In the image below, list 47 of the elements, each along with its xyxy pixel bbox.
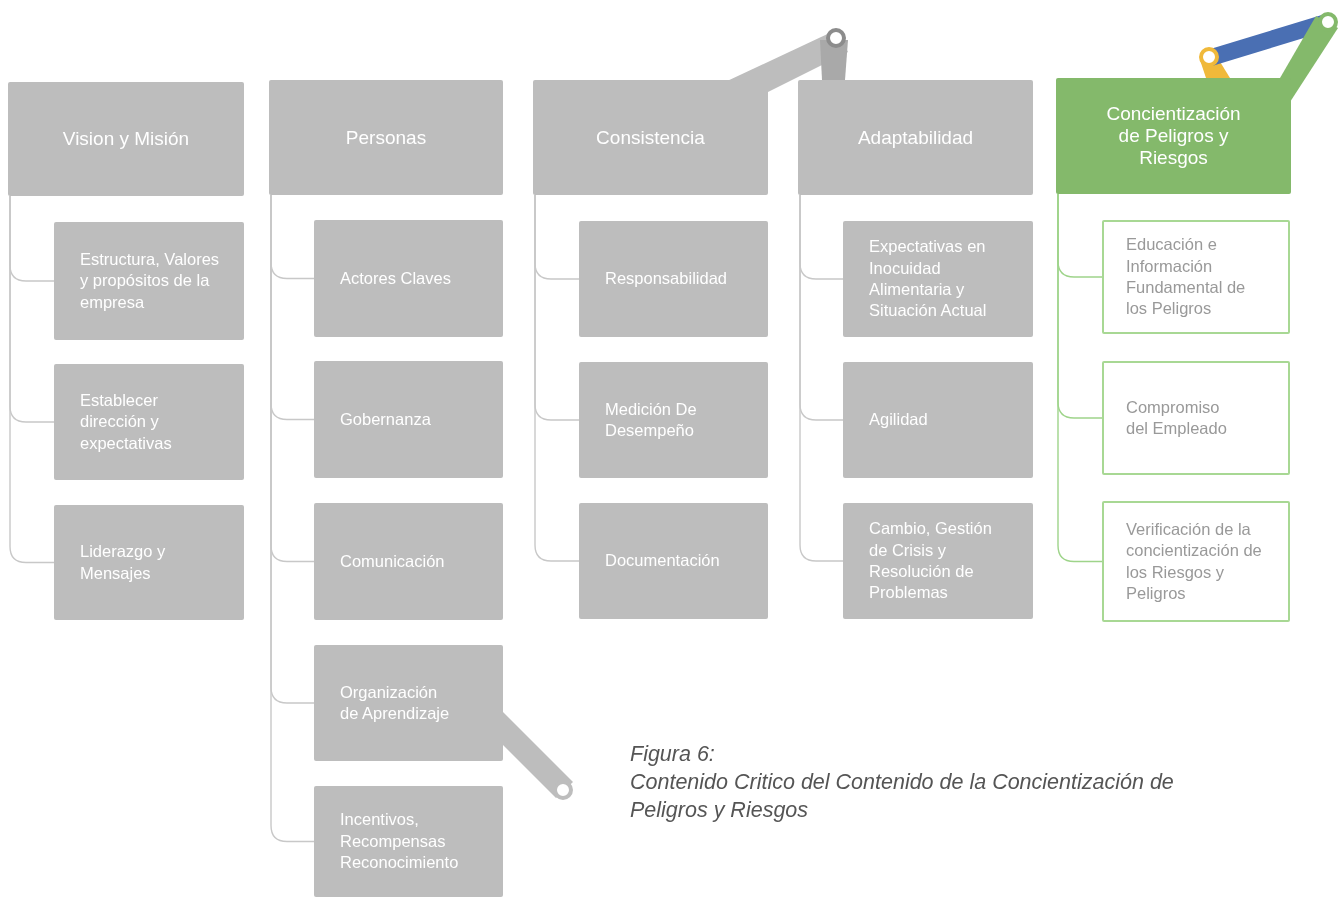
item-box: [54, 505, 244, 620]
figure-number: Figura 6:: [630, 741, 716, 768]
box-text: Vision y Misión: [62, 128, 190, 150]
box-text: Verificación de la concientización de los Riesgos y Peligros: [1126, 518, 1263, 604]
box-text: Medición De Desempeño: [605, 398, 698, 441]
box-text: Personas: [345, 126, 427, 149]
item-box: [314, 361, 503, 478]
box-text: Consistencia: [596, 126, 705, 149]
item-box: [314, 220, 503, 337]
category-box: [1056, 78, 1291, 194]
box-text: Organización de Aprendizaje: [340, 681, 451, 724]
category-box: [533, 80, 768, 195]
box-text: Concientización de Peligros y Riesgos: [1105, 103, 1242, 169]
item-box: [843, 503, 1033, 619]
box-text: Adaptabilidad: [857, 126, 974, 149]
box-text: Gobernanza: [340, 408, 431, 430]
item-box: [579, 503, 768, 619]
connector-line: [1057, 193, 1103, 563]
item-box: [314, 503, 503, 620]
box-text: Incentivos, Recompensas Reconocimiento: [340, 809, 460, 874]
box-text: Comunicación: [340, 550, 445, 572]
item-box: [843, 362, 1033, 478]
figure-caption: Contenido Critico del Contenido de la Concientización de Peligros y Riesgos: [630, 768, 1175, 824]
box-text: Responsabilidad: [605, 268, 727, 290]
item-box: [54, 222, 244, 340]
item-box: [1102, 361, 1290, 475]
category-box: [269, 80, 503, 195]
box-text: Cambio, Gestión de Crisis y Resolución de Problemas: [869, 518, 993, 604]
category-box: [8, 82, 244, 196]
item-box: [314, 786, 503, 897]
item-box: [1102, 501, 1290, 622]
item-box: [843, 221, 1033, 337]
box-text: Actores Claves: [340, 267, 451, 289]
box-text: Establecer dirección y expectativas: [80, 389, 173, 454]
box-text: Educación e Información Fundamental de los Peligros: [1126, 234, 1247, 320]
item-box: [314, 645, 503, 761]
box-text: Expectativas en Inocuidad Alimentaria y Situación Actual: [869, 236, 988, 322]
item-box: [579, 221, 768, 337]
item-box: [1102, 220, 1290, 334]
item-box: [579, 362, 768, 478]
category-box: [798, 80, 1033, 195]
box-text: Agilidad: [869, 409, 928, 431]
box-text: Compromiso del Empleado: [1126, 396, 1228, 439]
item-box: [54, 364, 244, 480]
box-text: Estructura, Valores y propósitos de la empresa: [80, 248, 220, 313]
box-text: Documentación: [605, 550, 720, 572]
box-text: Liderazgo y Mensajes: [80, 541, 167, 584]
